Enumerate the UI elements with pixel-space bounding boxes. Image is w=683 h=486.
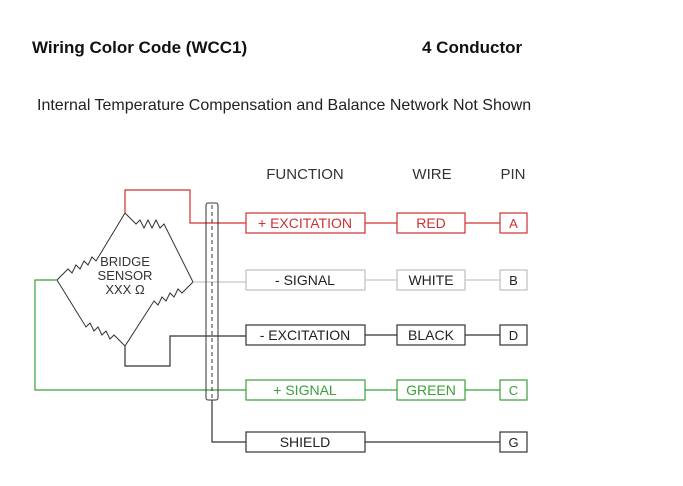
wiring-rows: + EXCITATION RED A - SIGNAL WHITE B - EXCITATI…	[245, 212, 528, 453]
wire-label-2: BLACK	[408, 327, 455, 343]
pin-label-2: D	[509, 328, 518, 343]
function-label-3: + SIGNAL	[273, 382, 337, 398]
function-label-1: - SIGNAL	[275, 272, 335, 288]
function-label-2: - EXCITATION	[260, 327, 350, 343]
sensor-label-resistance: XXX Ω	[105, 282, 145, 297]
pin-label-4: G	[508, 435, 518, 450]
diagram-subtitle: Internal Temperature Compensation and Ba…	[37, 97, 532, 114]
function-column-header: FUNCTION	[266, 166, 344, 183]
shield-wire-line	[211, 400, 246, 443]
red-wire-line	[124, 189, 246, 224]
conductor-count: 4 Conductor	[422, 38, 523, 57]
cable-shield-sheath	[205, 202, 219, 401]
pin-column-header: PIN	[500, 166, 525, 183]
bridge-resistor-bottom-left	[56, 279, 126, 347]
pin-label-1: B	[509, 273, 518, 288]
wire-label-1: WHITE	[408, 272, 453, 288]
pin-box-2	[499, 324, 528, 346]
wire-label-0: RED	[416, 215, 446, 231]
pin-box-4	[499, 431, 528, 453]
sensor-label-sensor: SENSOR	[98, 268, 153, 283]
diagram-title: Wiring Color Code (WCC1)	[32, 38, 248, 57]
pin-box-3	[499, 379, 528, 401]
bridge-resistor-top-right	[124, 212, 194, 283]
bridge-resistor-bottom-right	[124, 281, 194, 347]
bridge-sensor-symbol	[56, 212, 194, 347]
wire-label-3: GREEN	[406, 382, 456, 398]
bridge-resistor-top-left	[56, 212, 126, 281]
function-label-0: + EXCITATION	[258, 215, 352, 231]
function-label-4: SHIELD	[280, 434, 331, 450]
green-wire-line	[34, 279, 246, 391]
pin-label-0: A	[509, 216, 518, 231]
black-wire-line	[124, 335, 246, 367]
wire-column-header: WIRE	[412, 166, 451, 183]
pin-box-0	[499, 212, 528, 234]
pin-box-1	[499, 269, 528, 291]
pin-label-3: C	[509, 383, 518, 398]
sensor-label-bridge: BRIDGE	[100, 254, 150, 269]
